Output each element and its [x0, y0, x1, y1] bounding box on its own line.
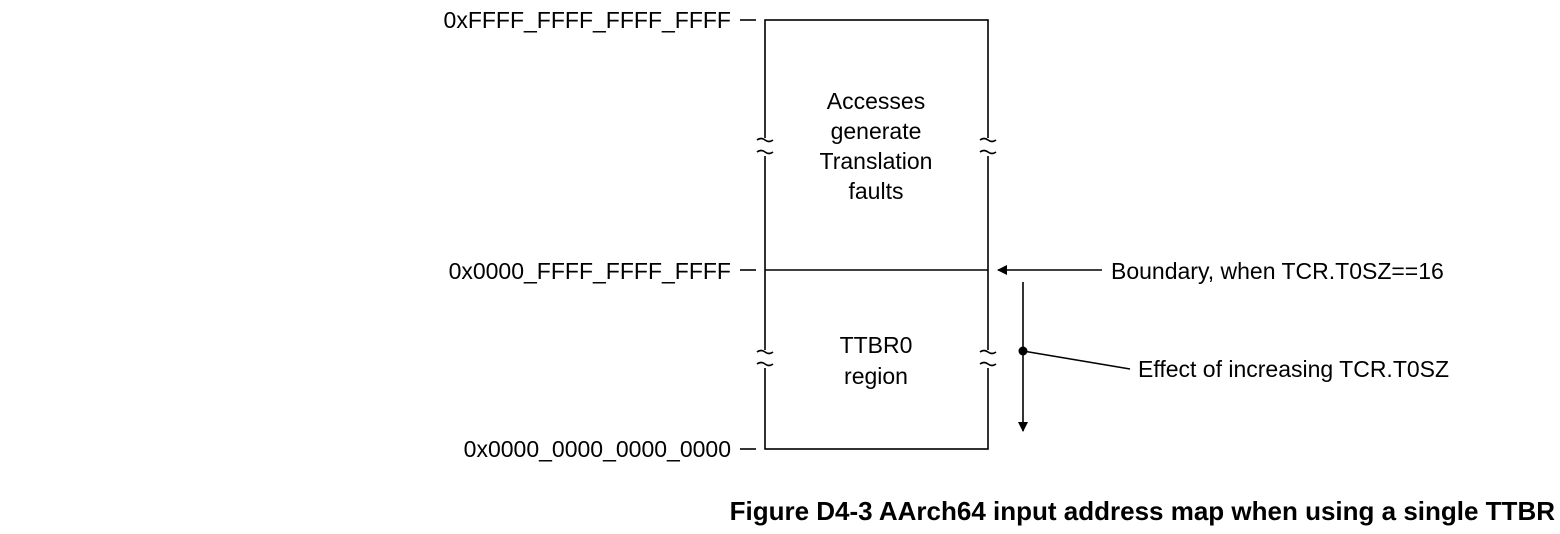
lower-region-line-1: TTBR0: [840, 332, 913, 358]
break-mark-lower-left: [756, 349, 774, 368]
break-mark-upper-left: [756, 137, 774, 156]
upper-region-line-3: Translation: [820, 148, 933, 174]
upper-region-line-2: generate: [831, 118, 922, 144]
upper-region-line-1: Accesses: [827, 88, 925, 114]
boundary-callout-text: Boundary, when TCR.T0SZ==16: [1111, 258, 1444, 284]
effect-callout-text: Effect of increasing TCR.T0SZ: [1138, 356, 1449, 382]
upper-region-label: Accesses generate Translation faults: [820, 88, 933, 204]
address-label-boundary: 0x0000_FFFF_FFFF_FFFF: [449, 258, 731, 284]
break-mark-upper-right: [979, 137, 997, 156]
break-mark-lower-right: [979, 349, 997, 368]
address-label-top: 0xFFFF_FFFF_FFFF_FFFF: [444, 7, 731, 33]
figure-caption: Figure D4-3 AArch64 input address map wh…: [730, 496, 1556, 526]
lower-region-label: TTBR0 region: [840, 332, 913, 389]
address-label-bottom: 0x0000_0000_0000_0000: [464, 436, 731, 462]
lower-region-line-2: region: [844, 363, 908, 389]
upper-region-line-4: faults: [849, 178, 904, 204]
address-map-box: [764, 19, 989, 450]
effect-leader-line: [1022, 350, 1131, 370]
